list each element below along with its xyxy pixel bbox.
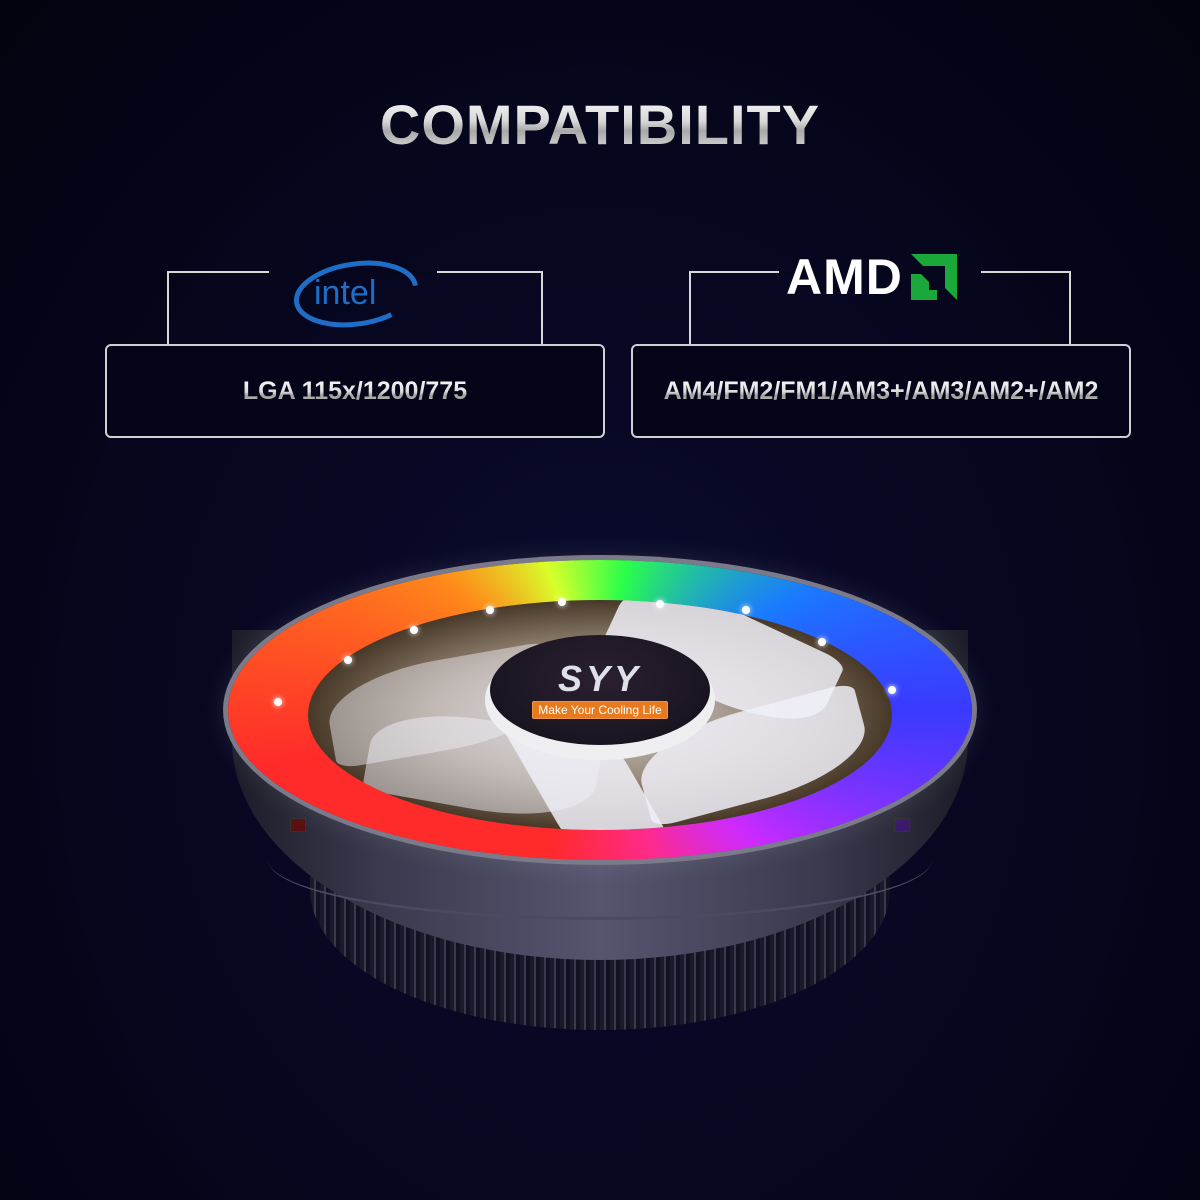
intel-logo: intel — [290, 258, 422, 328]
svg-text:intel: intel — [314, 274, 376, 312]
led-dot — [558, 598, 566, 606]
led-dot — [888, 686, 896, 694]
amd-arrow-icon — [910, 254, 957, 300]
side-vent-left — [290, 818, 306, 832]
shell-wave-edge — [268, 860, 932, 920]
led-dot — [656, 600, 664, 608]
brand-slogan: Make Your Cooling Life — [532, 701, 668, 719]
intel-socket-box: LGA 115x/1200/775 — [105, 344, 605, 438]
led-dot — [274, 698, 282, 706]
led-dot — [742, 606, 750, 614]
led-dot — [818, 638, 826, 646]
side-vent-right — [894, 818, 910, 832]
brand-logo: SYY — [557, 658, 643, 699]
cpu-cooler-image: SYY Make Your Cooling Life — [228, 560, 972, 1030]
intel-socket-list: LGA 115x/1200/775 — [242, 376, 468, 405]
amd-logo-text: AMD — [786, 249, 903, 305]
amd-bracket — [689, 270, 1071, 344]
amd-logo: AMD — [786, 248, 957, 306]
led-dot — [344, 656, 352, 664]
page-title: COMPATIBILITY — [0, 92, 1200, 157]
amd-socket-box: AM4/FM2/FM1/AM3+/AM3/AM2+/AM2 — [631, 344, 1131, 438]
led-dot — [410, 626, 418, 634]
fan-hub-label: SYY Make Your Cooling Life — [490, 635, 710, 745]
intel-swirl-icon: intel — [293, 260, 419, 328]
rgb-light-ring: SYY Make Your Cooling Life — [228, 560, 972, 860]
intel-bracket — [167, 270, 543, 344]
amd-socket-list: AM4/FM2/FM1/AM3+/AM3/AM2+/AM2 — [663, 376, 1099, 405]
led-dot — [486, 606, 494, 614]
